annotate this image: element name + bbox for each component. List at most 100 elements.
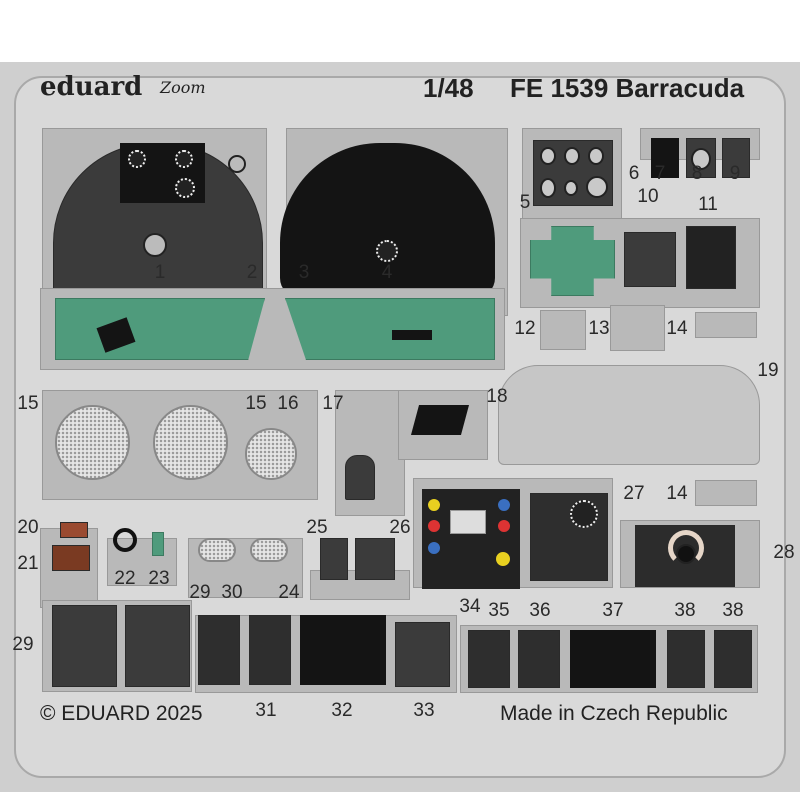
part-30-panel [198, 615, 240, 685]
part-29 [52, 605, 117, 687]
brand-logo: eduard [40, 72, 143, 102]
tuning-knob [676, 544, 696, 564]
part-number: 15 [245, 393, 267, 414]
placard [450, 510, 486, 534]
gauge [175, 178, 195, 198]
part-7 [651, 138, 679, 178]
part-number: 25 [306, 517, 328, 538]
part-number: 16 [277, 393, 299, 414]
part-number: 19 [757, 360, 779, 381]
sidewall-right [285, 298, 495, 360]
mesh-part-30 [198, 538, 236, 562]
part-14 [695, 312, 757, 338]
mesh-part-16 [245, 428, 297, 480]
part-number: 23 [148, 568, 170, 589]
origin: Made in Czech Republic [500, 702, 728, 725]
part-11 [686, 226, 736, 289]
gauge [564, 147, 580, 165]
part-number: 31 [255, 700, 277, 721]
part-38 [714, 630, 752, 688]
part-number: 1 [154, 262, 166, 283]
part-21 [52, 545, 90, 571]
part-number: 5 [519, 192, 531, 213]
gauge [564, 180, 578, 196]
part-number: 12 [514, 318, 536, 339]
part-number: 29 [12, 634, 34, 655]
part-number: 30 [221, 582, 243, 603]
part-number: 36 [529, 600, 551, 621]
part-23 [152, 532, 164, 556]
sidewall-left [55, 298, 265, 360]
part-number: 35 [488, 600, 510, 621]
radio-dial [668, 530, 704, 566]
blue-knob [426, 540, 442, 556]
part-number: 13 [588, 318, 610, 339]
gauge [691, 148, 711, 170]
part-35 [468, 630, 510, 688]
part-number: 6 [628, 163, 640, 184]
gauge [540, 178, 556, 198]
part-number: 10 [637, 186, 659, 207]
part-32 [300, 615, 386, 685]
part-number: 34 [459, 596, 481, 617]
part-number: 27 [623, 483, 645, 504]
gauge [175, 150, 193, 168]
part-number: 14 [666, 483, 688, 504]
part-number: 37 [602, 600, 624, 621]
gauge [228, 155, 246, 173]
gauge [376, 240, 398, 262]
mesh-part-24 [250, 538, 288, 562]
part-31 [249, 615, 291, 685]
gauge [586, 176, 608, 198]
part-number: 20 [17, 517, 39, 538]
part-14b [695, 480, 757, 506]
part-number: 9 [729, 163, 741, 184]
part-number: 21 [17, 553, 39, 574]
copyright: © EDUARD 2025 [40, 702, 203, 725]
scale-label: 1/48 [423, 73, 474, 103]
sidewall-detail [392, 330, 432, 340]
gauge [588, 147, 604, 165]
mesh-part-15 [55, 405, 130, 480]
part-number: 17 [322, 393, 344, 414]
part-number: 7 [654, 163, 666, 184]
part-18-detail [410, 405, 470, 435]
zoom-logo: Zoom [160, 78, 206, 97]
gauge [540, 147, 556, 165]
part-number: 32 [331, 700, 353, 721]
part-29 [125, 605, 190, 687]
part-number: 2 [246, 262, 258, 283]
part-number: 38 [674, 600, 696, 621]
part-19-gunsight-frame [498, 365, 760, 465]
part-number: 29 [189, 582, 211, 603]
red-knob [426, 518, 442, 534]
part-number: 33 [413, 700, 435, 721]
gauge [128, 150, 146, 168]
part-27 [530, 493, 608, 581]
part-number: 14 [666, 318, 688, 339]
part-36 [518, 630, 560, 688]
blue-knob [496, 497, 512, 513]
part-number: 3 [298, 262, 310, 283]
part-number: 11 [698, 194, 718, 215]
gauge [143, 233, 167, 257]
yellow-knob [494, 550, 512, 568]
part-number: 15 [17, 393, 39, 414]
part-13 [610, 305, 665, 351]
part-26 [355, 538, 395, 580]
part-25 [320, 538, 348, 580]
instrument-panel-part-4 [280, 143, 495, 298]
red-knob [496, 518, 512, 534]
part-38 [667, 630, 705, 688]
part-number: 28 [773, 542, 795, 563]
part-37 [570, 630, 656, 688]
yellow-knob [426, 497, 442, 513]
part-22-ring [113, 528, 137, 552]
part-number: 8 [691, 163, 703, 184]
part-number: 22 [114, 568, 136, 589]
part-12 [540, 310, 586, 350]
part-number: 4 [381, 262, 393, 283]
part-number: 26 [389, 517, 411, 538]
gauge [570, 500, 598, 528]
part-33 [395, 622, 450, 687]
